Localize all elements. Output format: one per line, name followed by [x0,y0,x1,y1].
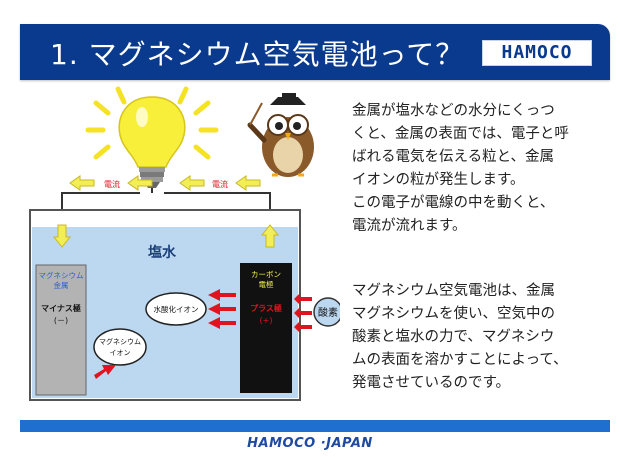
page-title: 1. マグネシウム空気電池って？ [50,38,465,71]
current-label: 電流 [212,179,228,189]
footer-bar [20,420,610,432]
metal-label: 金属 [54,280,69,290]
electrode-label: 電極 [259,279,274,289]
oxygen-arrows [294,293,312,333]
oxygen-bubble [313,297,340,327]
magnesium-label: マグネシウム [39,270,84,280]
positive-pole-label: プラス極 [250,303,282,313]
title-bar: 1. マグネシウム空気電池って？ HAMOCO [20,24,610,80]
saltwater-label: 塩水 [148,244,177,261]
carbon-label: カーボン [251,270,281,279]
negative-pole-label: マイナス極 [41,303,81,313]
current-arrow-right: 電流 [179,175,261,191]
magnesium-ion-label: マグネシウム [99,337,141,346]
magnesium-electrode [35,264,87,396]
footer-brand: HAMOCO ·JAPAN [247,436,373,451]
up-arrow [260,224,280,248]
positive-sign: (+) [260,316,273,325]
explanation-paragraph-1: 金属が塩水などの水分にくっつ くと、金属の表面では、電子と呼 ばれる電気を伝える… [352,103,569,234]
owl-professor-icon [247,93,314,177]
down-arrow [52,224,72,248]
hydroxide-ion-label: 水酸化イオン [154,304,199,314]
current-arrow-left: 電流 [69,175,153,191]
oxygen-label: 酸素 [318,306,338,319]
ion-flow-arrows [94,289,236,379]
magnesium-ion-label-2: イオン [110,349,131,357]
current-label: 電流 [104,179,120,189]
battery-diagram: 電流 電流 塩水 マグネシウム 金属 マイナス極 (－) カーボン 電極 プラス… [29,86,340,401]
explanation-paragraph-2: マグネシウム空気電池は、金属 マグネシウムを使い、空気中の 酸素と塩水の力で、マ… [352,283,568,391]
negative-sign: (－) [54,316,68,325]
light-bulb-icon [85,86,219,188]
brand-logo: HAMOCO [482,40,592,66]
hydroxide-ion [145,292,207,326]
magnesium-ion [93,328,147,366]
carbon-electrode [240,263,292,393]
